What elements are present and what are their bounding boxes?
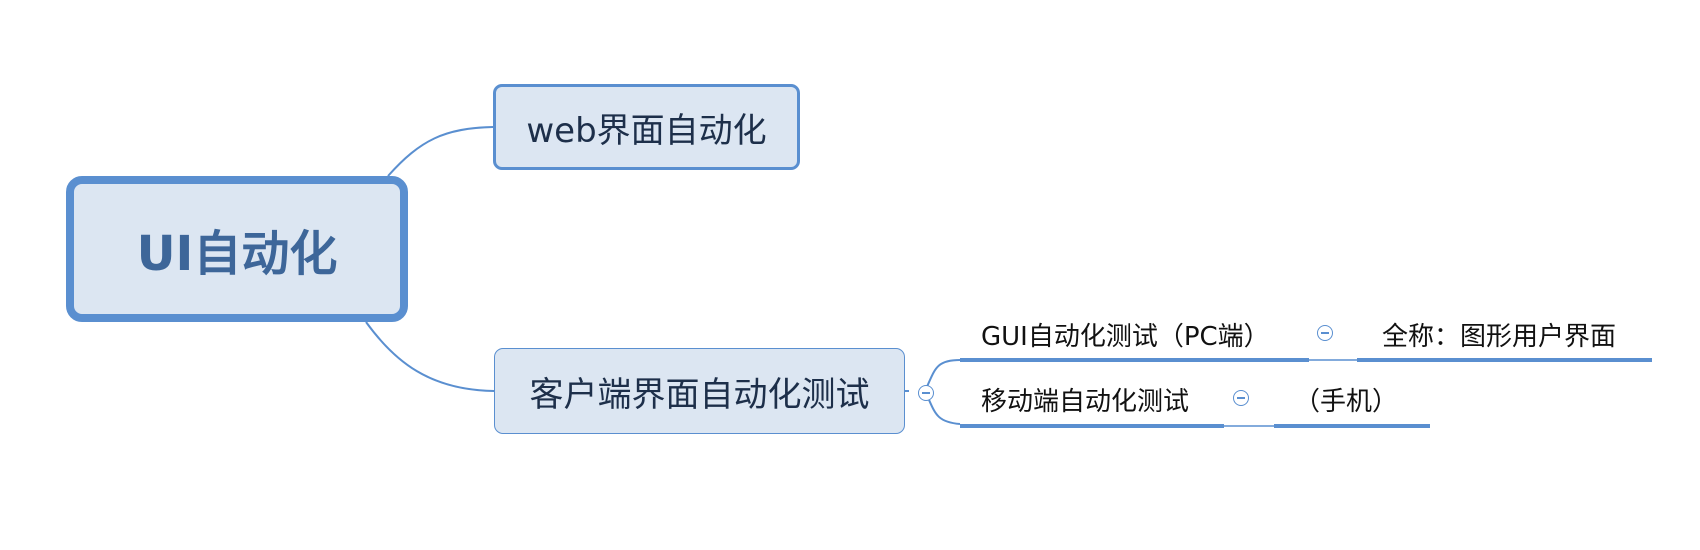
note-label-gui: 全称：图形用户界面 — [1382, 322, 1617, 352]
branch-node-web[interactable]: web界面自动化 — [493, 84, 800, 170]
collapse-circle-minus-icon[interactable] — [1317, 325, 1333, 341]
leaf-gui-automation[interactable]: GUI自动化测试（PC端） — [981, 316, 1270, 353]
branch-label-client: 客户端界面自动化测试 — [529, 374, 870, 415]
leaf-label-mobile: 移动端自动化测试 — [981, 387, 1190, 417]
leaf-label-gui: GUI自动化测试（PC端） — [981, 322, 1270, 352]
leaf-mobile-automation[interactable]: 移动端自动化测试 — [981, 381, 1189, 418]
note-mobile-phone[interactable]: （手机） — [1294, 381, 1398, 418]
connector-root-client — [365, 321, 495, 392]
branch-label-web: web界面自动化 — [526, 110, 767, 151]
note-label-mobile: （手机） — [1294, 387, 1399, 417]
root-node[interactable]: UI自动化 — [66, 176, 408, 322]
root-label: UI自动化 — [136, 226, 338, 282]
connector-root-web — [387, 126, 494, 177]
collapse-circle-minus-icon[interactable] — [1233, 390, 1249, 406]
collapse-circle-minus-icon[interactable] — [918, 385, 934, 401]
note-gui-fullname[interactable]: 全称：图形用户界面 — [1382, 316, 1616, 353]
branch-node-client[interactable]: 客户端界面自动化测试 — [494, 348, 905, 434]
